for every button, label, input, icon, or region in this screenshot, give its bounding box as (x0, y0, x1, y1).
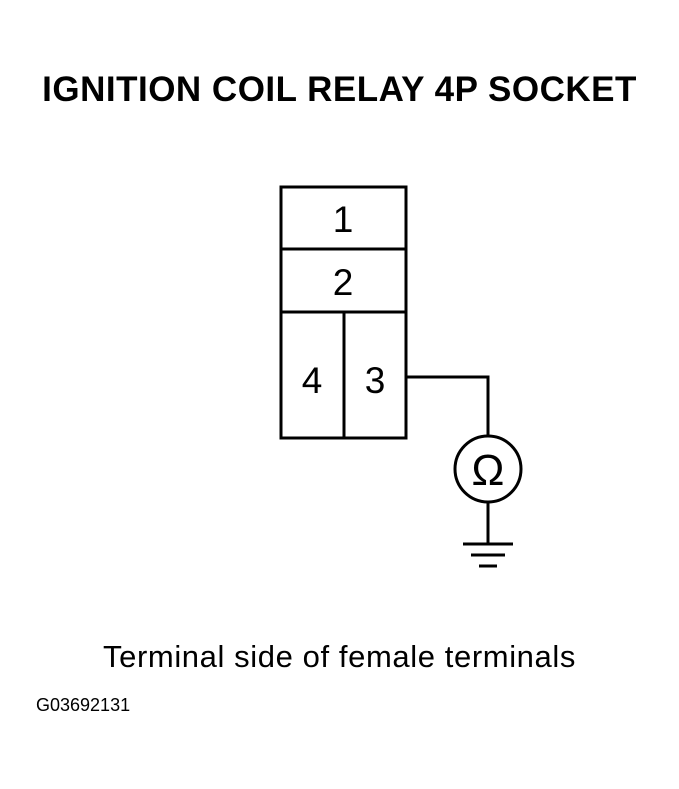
ohmmeter-icon: Ω (453, 434, 523, 504)
relay-socket: 1 2 4 3 (279, 185, 408, 440)
figure-id: G03692131 (36, 695, 131, 715)
terminal-3-label: 3 (365, 360, 386, 401)
test-lead-wire (406, 375, 490, 436)
diagram-title: IGNITION COIL RELAY 4P SOCKET (42, 70, 637, 109)
terminal-2-label: 2 (333, 262, 354, 303)
terminal-4-label: 4 (302, 360, 323, 401)
terminal-1-label: 1 (333, 199, 354, 240)
ohm-symbol: Ω (472, 446, 505, 495)
diagram-caption: Terminal side of female terminals (103, 639, 576, 674)
ground-symbol-icon (463, 542, 513, 568)
